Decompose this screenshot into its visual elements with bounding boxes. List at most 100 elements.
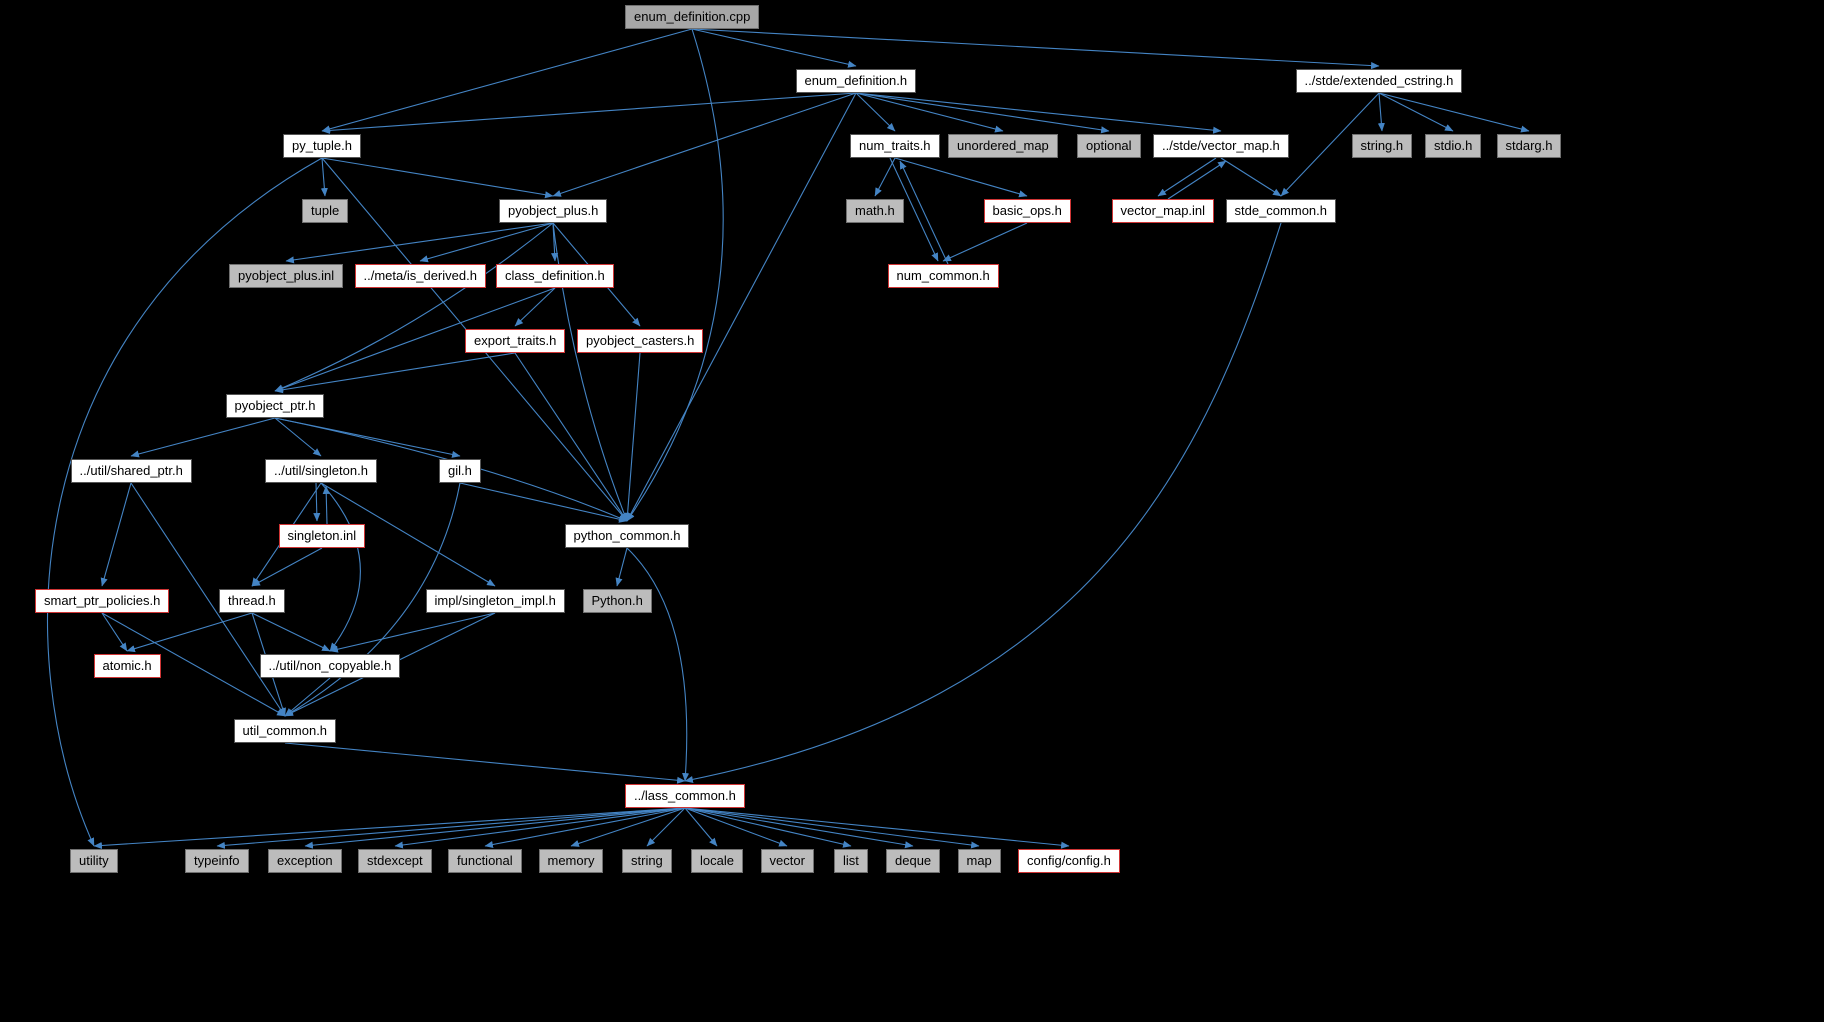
edge-enum_definition_h--vector_map_h: [855, 92, 1222, 134]
graph-node-pyobject_plus_inl[interactable]: pyobject_plus.inl: [229, 264, 344, 288]
graph-node-enum_definition_h[interactable]: enum_definition.h: [795, 69, 917, 93]
graph-node-num_common_h[interactable]: num_common.h: [887, 264, 999, 288]
graph-node-pyobject_ptr_h[interactable]: pyobject_ptr.h: [225, 394, 325, 418]
graph-node-typeinfo[interactable]: typeinfo: [185, 849, 249, 873]
edge-python_common_h--python_h: [615, 547, 628, 587]
graph-node-smart_ptr_policies_h[interactable]: smart_ptr_policies.h: [35, 589, 170, 613]
graph-node-utility[interactable]: utility: [70, 849, 118, 873]
edge-lass_common_h--deque: [684, 807, 914, 849]
edge-python_common_h--lass_common_h: [626, 547, 690, 782]
graph-node-non_copyable_h[interactable]: ../util/non_copyable.h: [259, 654, 401, 678]
graph-node-tuple[interactable]: tuple: [302, 199, 349, 223]
graph-node-memory[interactable]: memory: [538, 849, 604, 873]
graph-node-pyobject_casters_h[interactable]: pyobject_casters.h: [577, 329, 704, 353]
graph-node-string_dot_h[interactable]: string.h: [1351, 134, 1413, 158]
edge-num_traits_h--num_common_h: [889, 157, 939, 262]
edge-util_common_h--lass_common_h: [284, 742, 686, 784]
edge-lass_common_h--list: [684, 807, 852, 848]
graph-node-stdio_h[interactable]: stdio.h: [1425, 134, 1482, 158]
edge-extended_cstring_h--stdio_h: [1378, 92, 1454, 132]
edge-lass_common_h--typeinfo: [216, 807, 686, 849]
graph-node-thread_h[interactable]: thread.h: [219, 589, 285, 613]
graph-node-util_common_h[interactable]: util_common.h: [233, 719, 337, 743]
graph-node-stdarg_h[interactable]: stdarg.h: [1496, 134, 1562, 158]
edge-class_definition_h--pyobject_ptr_h: [274, 287, 556, 392]
edge-lass_common_h--functional: [484, 807, 686, 849]
edge-pyobject_ptr_h--singleton_h: [274, 417, 322, 457]
edge-shared_ptr_h--smart_ptr_policies_h: [100, 482, 132, 587]
graph-node-singleton_impl_h[interactable]: impl/singleton_impl.h: [425, 589, 565, 613]
edge-extended_cstring_h--stde_common_h: [1280, 92, 1380, 197]
edge-py_tuple_h--utility: [47, 157, 323, 847]
graph-node-singleton_inl[interactable]: singleton.inl: [278, 524, 366, 548]
graph-node-exception[interactable]: exception: [268, 849, 342, 873]
graph-node-locale[interactable]: locale: [691, 849, 743, 873]
edge-enum_definition_h--num_traits_h: [855, 92, 896, 132]
edge-num_traits_h--basic_ops_h: [894, 157, 1028, 198]
edge-enum_definition_h--pyobject_plus_h: [552, 92, 857, 197]
graph-node-shared_ptr_h[interactable]: ../util/shared_ptr.h: [70, 459, 192, 483]
graph-node-math_h[interactable]: math.h: [846, 199, 904, 223]
graph-node-export_traits_h[interactable]: export_traits.h: [465, 329, 566, 353]
edge-py_tuple_h--tuple: [320, 157, 328, 197]
graph-node-lass_common_h[interactable]: ../lass_common.h: [625, 784, 745, 808]
edge-basic_ops_h--num_common_h: [942, 222, 1028, 262]
graph-node-gil_h[interactable]: gil.h: [439, 459, 481, 483]
edge-num_common_h--num_traits_h: [899, 160, 949, 265]
edge-enum_definition_cpp--extended_cstring_h: [691, 28, 1380, 70]
edge-export_traits_h--python_common_h: [514, 352, 628, 522]
edge-pyobject_plus_h--python_common_h: [552, 222, 628, 522]
edge-vector_map_inl--vector_map_h: [1167, 160, 1227, 200]
graph-node-deque[interactable]: deque: [886, 849, 941, 873]
edge-enum_definition_cpp--enum_definition_h: [691, 28, 857, 68]
edge-singleton_inl--singleton_h: [322, 485, 330, 525]
edge-singleton_impl_h--non_copyable_h: [329, 612, 496, 653]
edge-enum_definition_h--optional: [855, 92, 1110, 134]
graph-node-list[interactable]: list: [834, 849, 868, 873]
graph-node-config_h[interactable]: config/config.h: [1018, 849, 1120, 873]
edge-enum_definition_h--py_tuple_h: [321, 92, 857, 134]
edge-num_traits_h--math_h: [874, 157, 896, 197]
graph-node-string[interactable]: string: [622, 849, 672, 873]
edge-vector_map_h--stde_common_h: [1220, 157, 1282, 197]
graph-node-vector[interactable]: vector: [760, 849, 814, 873]
graph-node-python_common_h[interactable]: python_common.h: [564, 524, 690, 548]
edge-enum_definition_cpp--python_common_h: [626, 28, 724, 522]
edge-lass_common_h--locale: [684, 807, 718, 847]
graph-node-is_derived_h[interactable]: ../meta/is_derived.h: [354, 264, 486, 288]
graph-node-python_h[interactable]: Python.h: [582, 589, 652, 613]
edge-singleton_inl--thread_h: [251, 547, 323, 587]
graph-node-basic_ops_h[interactable]: basic_ops.h: [983, 199, 1071, 223]
graph-node-extended_cstring_h[interactable]: ../stde/extended_cstring.h: [1295, 69, 1463, 93]
graph-node-singleton_h[interactable]: ../util/singleton.h: [265, 459, 377, 483]
edge-pyobject_plus_h--pyobject_ptr_h: [274, 222, 554, 392]
graph-node-num_traits_h[interactable]: num_traits.h: [850, 134, 940, 158]
graph-node-enum_definition_cpp[interactable]: enum_definition.cpp: [625, 5, 760, 29]
edge-singleton_h--non_copyable_h: [320, 482, 361, 652]
graph-node-functional[interactable]: functional: [448, 849, 522, 873]
graph-node-py_tuple_h[interactable]: py_tuple.h: [283, 134, 361, 158]
edge-smart_ptr_policies_h--util_common_h: [101, 612, 286, 717]
graph-node-vector_map_inl[interactable]: vector_map.inl: [1111, 199, 1215, 223]
edge-shared_ptr_h--util_common_h: [130, 482, 286, 717]
edge-gil_h--util_common_h: [284, 482, 461, 717]
edge-lass_common_h--memory: [570, 807, 686, 847]
graph-node-unordered_map[interactable]: unordered_map: [948, 134, 1058, 158]
edge-enum_definition_h--python_common_h: [626, 92, 857, 522]
graph-node-optional[interactable]: optional: [1077, 134, 1141, 158]
edge-thread_h--atomic_h: [126, 612, 253, 653]
edge-stde_common_h--lass_common_h: [684, 222, 1282, 783]
graph-node-vector_map_h[interactable]: ../stde/vector_map.h: [1153, 134, 1289, 158]
graph-node-pyobject_plus_h[interactable]: pyobject_plus.h: [499, 199, 608, 223]
edge-lass_common_h--stdexcept: [394, 807, 686, 849]
graph-node-map[interactable]: map: [957, 849, 1001, 873]
graph-node-stde_common_h[interactable]: stde_common.h: [1225, 199, 1336, 223]
graph-node-stdexcept[interactable]: stdexcept: [358, 849, 432, 873]
graph-node-class_definition_h[interactable]: class_definition.h: [496, 264, 614, 288]
edge-enum_definition_h--unordered_map: [855, 92, 1004, 133]
edge-lass_common_h--utility: [93, 807, 686, 850]
graph-node-atomic_h[interactable]: atomic.h: [93, 654, 161, 678]
edge-class_definition_h--export_traits_h: [514, 287, 556, 327]
